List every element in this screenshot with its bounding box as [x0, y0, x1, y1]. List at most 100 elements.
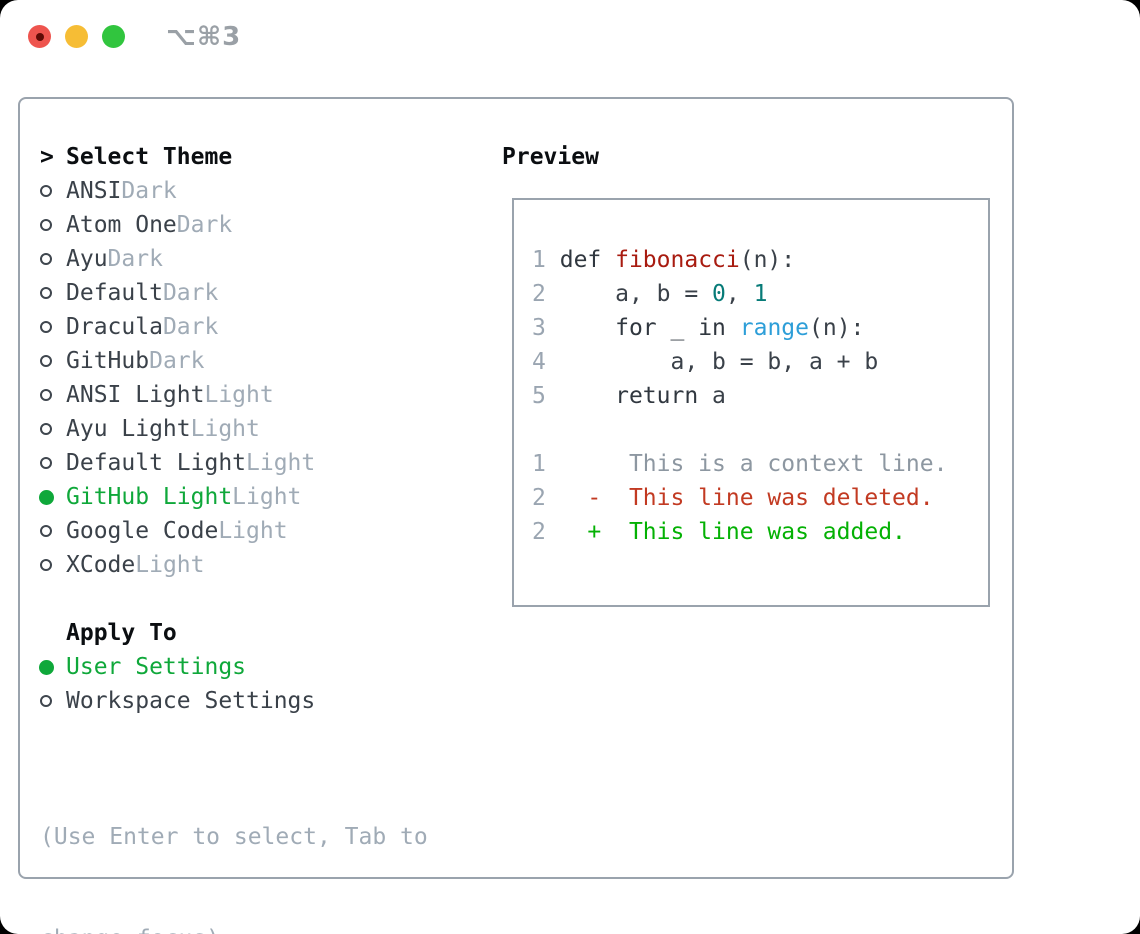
theme-option-default[interactable]: Default Dark [40, 276, 502, 310]
code-line: 3 for _ in range(n): [532, 311, 988, 345]
theme-name: GitHub [66, 348, 150, 374]
select-theme-heading-label: Select Theme [66, 144, 233, 170]
theme-option-ansi[interactable]: ANSI Dark [40, 174, 502, 208]
theme-variant-tag: Dark [121, 178, 177, 204]
apply-option-workspace-settings[interactable]: Workspace Settings [40, 684, 502, 718]
code-token-keyword: def [559, 247, 616, 273]
code-token-plain [560, 383, 615, 409]
theme-option-dracula[interactable]: Dracula Dark [40, 310, 502, 344]
code-line: 5 return a [532, 379, 988, 413]
diff-content: This is a context line. [545, 451, 948, 477]
code-token-number: 1 [753, 281, 768, 307]
radio-unselected-icon [40, 287, 52, 299]
window-shortcut-label: ⌥⌘3 [166, 22, 242, 52]
line-number: 2 [532, 519, 546, 545]
code-token-plain: _ [656, 315, 699, 341]
theme-name: Default [66, 280, 163, 306]
theme-variant-tag: Dark [149, 348, 205, 374]
radio-unselected-icon [40, 423, 52, 435]
preview-pane: Preview 1 def fibonacci(n):2 a, b = 0, 1… [502, 140, 1012, 877]
code-token-keyword: in [698, 315, 726, 341]
code-token-function: fibonacci [615, 247, 740, 273]
line-number: 1 [532, 451, 546, 477]
code-content: for _ in range(n): [546, 315, 864, 341]
diff-line-deleted: 2 - This line was deleted. [532, 481, 988, 515]
radio-unselected-icon [40, 695, 52, 707]
apply-to-heading-label: Apply To [66, 620, 177, 646]
radio-unselected-icon [40, 355, 52, 367]
theme-option-ansi-light[interactable]: ANSI Light Light [40, 378, 502, 412]
keyboard-hint: (Use Enter to select, Tab to change focu… [40, 752, 502, 934]
code-content: a, b = b, a + b [546, 349, 878, 375]
theme-variant-tag: Light [246, 450, 316, 476]
radio-selected-icon [39, 659, 54, 675]
radio-unselected-icon [40, 185, 52, 197]
line-number: 2 [532, 485, 546, 511]
radio-unselected-icon [40, 525, 52, 537]
radio-selected-icon [39, 489, 54, 505]
selection-caret-icon: > [40, 144, 54, 170]
apply-option-label: User Settings [66, 654, 247, 680]
theme-name: Google Code [66, 518, 219, 544]
minimize-button-icon[interactable] [65, 25, 88, 48]
radio-unselected-icon [40, 253, 52, 265]
code-token-plain [560, 315, 615, 341]
code-content: return a [546, 383, 726, 409]
code-token-builtin: range [739, 315, 810, 341]
radio-unselected-icon [40, 321, 52, 333]
diff-line-context: 1 This is a context line. [532, 447, 988, 481]
code-token-plain: (n): [739, 247, 796, 273]
traffic-lights [28, 25, 125, 48]
theme-name: XCode [66, 552, 136, 578]
close-button-icon[interactable] [28, 25, 51, 48]
code-token-plain: a, b = b, a + b [559, 349, 879, 375]
theme-variant-tag: Light [190, 416, 260, 442]
code-line: 2 a, b = 0, 1 [532, 277, 988, 311]
theme-name: Atom One [66, 212, 177, 238]
apply-to-heading: Apply To [40, 616, 502, 650]
radio-unselected-icon [40, 389, 52, 401]
theme-option-github[interactable]: GitHub Dark [40, 344, 502, 378]
line-number: 4 [532, 349, 546, 375]
zoom-button-icon[interactable] [102, 25, 125, 48]
diff-content: + This line was added. [545, 519, 906, 545]
theme-name: GitHub Light [66, 484, 233, 510]
theme-option-default-light[interactable]: Default Light Light [40, 446, 502, 480]
theme-option-ayu-light[interactable]: Ayu Light Light [40, 412, 502, 446]
theme-name: Default Light [66, 450, 247, 476]
theme-variant-tag: Dark [107, 246, 163, 272]
code-token-plain [726, 315, 740, 341]
theme-name: Ayu Light [66, 416, 191, 442]
theme-option-ayu[interactable]: Ayu Dark [40, 242, 502, 276]
theme-option-github-light[interactable]: GitHub Light Light [39, 480, 502, 514]
theme-variant-tag: Light [135, 552, 205, 578]
theme-name: Dracula [66, 314, 163, 340]
line-number: 2 [532, 281, 546, 307]
select-theme-heading: > Select Theme [40, 140, 502, 174]
hint-line: (Use Enter to select, Tab to [40, 824, 428, 850]
titlebar: ⌥⌘3 [0, 0, 1140, 72]
code-token-keyword: for [615, 315, 657, 341]
radio-unselected-icon [40, 457, 52, 469]
code-token-number: 0 [712, 281, 726, 307]
theme-variant-tag: Dark [162, 314, 219, 340]
line-number: 5 [532, 383, 546, 409]
theme-option-google-code[interactable]: Google Code Light [40, 514, 502, 548]
code-line: 4 a, b = b, a + b [532, 345, 988, 379]
theme-option-atom-one[interactable]: Atom One Dark [40, 208, 502, 242]
hint-line: change focus) [40, 922, 502, 934]
theme-option-xcode[interactable]: XCode Light [40, 548, 502, 582]
theme-variant-tag: Light [204, 382, 274, 408]
code-token-plain: a [698, 383, 726, 409]
theme-variant-tag: Dark [162, 280, 219, 306]
radio-unselected-icon [40, 559, 52, 571]
theme-name: ANSI Light [66, 382, 205, 408]
code-content: def fibonacci(n): [546, 247, 795, 273]
diff-content: - This line was deleted. [545, 485, 934, 511]
apply-option-user-settings[interactable]: User Settings [39, 650, 502, 684]
line-number: 1 [532, 247, 546, 273]
